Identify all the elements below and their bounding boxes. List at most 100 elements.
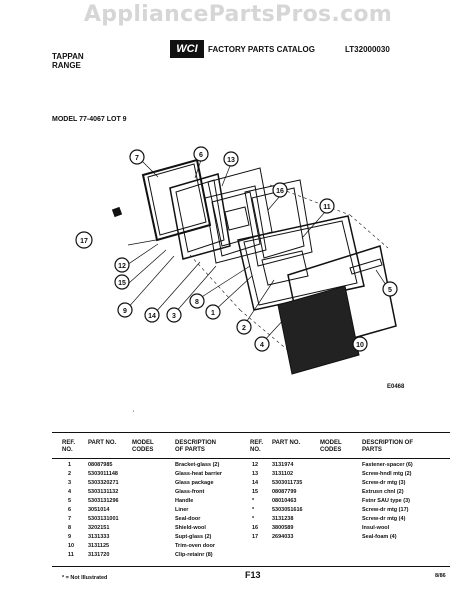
part-row-desc: Trim-oven door <box>175 543 216 549</box>
callout-4 <box>254 336 270 352</box>
outer-door-part <box>237 215 365 311</box>
part-row-part: 3131102 <box>272 471 294 477</box>
part-row-ref: * <box>252 516 255 522</box>
part-row-ref: 15 <box>252 489 259 495</box>
part-row-ref: 13 <box>252 471 259 477</box>
part-row-part: 08087799 <box>272 489 297 495</box>
part-row-ref: 2 <box>68 471 72 477</box>
part-row-part: 3131333 <box>88 534 110 540</box>
page-number: F13 <box>245 570 261 580</box>
brand-line-1: TAPPAN <box>52 52 84 61</box>
callout-13 <box>223 151 239 167</box>
header-desc-right: DESCRIPTION OF PARTS <box>362 440 414 453</box>
part-row-ref: 10 <box>68 543 75 549</box>
handle-part <box>349 258 383 275</box>
part-row-ref: * <box>252 507 255 513</box>
callout-16 <box>272 182 288 198</box>
callout-17 <box>75 231 93 249</box>
part-row-ref: 3 <box>68 480 72 486</box>
brand-block: TAPPAN RANGE <box>52 52 84 70</box>
brand-line-2: RANGE <box>52 61 81 70</box>
callout-5 <box>382 281 398 297</box>
part-row-desc: Clip-retainr (8) <box>175 552 213 558</box>
part-row-ref: 1 <box>68 462 72 468</box>
part-row-part: 08087985 <box>88 462 113 468</box>
part-row-part: 3131238 <box>272 516 294 522</box>
glass-package-part <box>204 185 267 264</box>
part-row-desc: Liner <box>175 507 189 513</box>
part-row-desc: Screw-dr mtg (4) <box>362 516 406 522</box>
header-model-left: MODEL CODES <box>132 440 154 453</box>
part-row-desc: Glass package <box>175 480 214 486</box>
callout-8 <box>189 293 205 309</box>
page-date: 8/86 <box>435 573 446 579</box>
callout-7 <box>129 149 145 165</box>
callout-label-6: 6 <box>199 152 203 159</box>
callout-1 <box>205 304 221 320</box>
part-row-desc: Extrusn chnl (2) <box>362 489 404 495</box>
liner-part <box>169 173 231 260</box>
part-row-part: 3131720 <box>88 552 110 558</box>
callout-6 <box>193 146 209 162</box>
part-row-desc: Screw-dr mtg (17) <box>362 507 409 513</box>
footnote: * = Not Illustrated <box>62 575 108 581</box>
callout-12 <box>114 257 130 273</box>
part-row-part: 2694033 <box>272 534 294 540</box>
part-row-ref: 8 <box>68 525 72 531</box>
part-row-part: 5303011148 <box>88 471 118 477</box>
part-row-ref: * <box>252 498 255 504</box>
callout-label-5: 5 <box>388 287 392 294</box>
part-row-part: 5303131132 <box>88 489 119 495</box>
callout-label-13: 13 <box>227 157 235 164</box>
part-row-desc: Insul-wool <box>362 525 390 531</box>
part-row-part: 08010463 <box>272 498 297 504</box>
part-row-ref: 12 <box>252 462 259 468</box>
part-row-desc: Seal-door <box>175 516 201 522</box>
part-row-part: 3800589 <box>272 525 294 531</box>
header-part-right: PART NO. <box>272 440 301 446</box>
part-row-ref: 11 <box>68 552 74 558</box>
callout-label-7: 7 <box>135 155 139 162</box>
callout-label-11: 11 <box>323 204 331 211</box>
part-row-ref: 9 <box>68 534 72 540</box>
callout-label-8: 8 <box>195 299 199 306</box>
part-row-desc: Bracket-glass (2) <box>175 462 220 468</box>
header-desc-left: DESCRIPTION OF PARTS <box>175 440 217 453</box>
part-row-part: 5303320271 <box>88 480 119 486</box>
catalog-header: WCI FACTORY PARTS CATALOG <box>170 40 315 60</box>
part-row-part: 5303131001 <box>88 516 119 522</box>
callout-3 <box>166 307 182 323</box>
part-row-ref: 5 <box>68 498 72 504</box>
header-ref-right: REF. NO. <box>250 440 264 453</box>
part-row-ref: 7 <box>68 516 72 522</box>
part-row-ref: 6 <box>68 507 72 513</box>
callout-15 <box>114 274 130 290</box>
callout-label-17: 17 <box>80 238 88 245</box>
figure-code: E0468 <box>387 384 405 390</box>
part-row-desc: Fastener-spacer (6) <box>362 462 413 468</box>
table-header-rule <box>52 458 450 459</box>
tick-mark: ' <box>133 411 135 417</box>
callout-label-14: 14 <box>148 313 156 320</box>
part-row-part: 5303051616 <box>272 507 303 513</box>
callout-label-10: 10 <box>356 342 364 349</box>
callout-10 <box>352 336 368 352</box>
wci-logo: WCI <box>170 40 204 58</box>
callout-label-1: 1 <box>211 310 215 317</box>
part-row-ref: 17 <box>252 534 259 540</box>
callout-14 <box>144 307 160 323</box>
seal-foam-part <box>111 206 123 218</box>
header-part-left: PART NO. <box>88 440 117 446</box>
parts-catalog-page: TAPPAN RANGE WCI FACTORY PARTS CATALOG L… <box>40 30 460 590</box>
callout-label-2: 2 <box>242 325 246 332</box>
header-ref-left: REF. NO. <box>62 440 76 453</box>
catalog-title: FACTORY PARTS CATALOG <box>208 45 315 54</box>
callout-label-12: 12 <box>118 263 126 270</box>
table-top-rule <box>52 432 450 433</box>
model-line: MODEL 77-4067 LOT 9 <box>52 116 127 123</box>
part-row-part: 3131974 <box>272 462 294 468</box>
shield-wool-part <box>277 285 360 375</box>
table-bottom-rule <box>52 566 450 567</box>
callout-9 <box>117 302 133 318</box>
callout-label-4: 4 <box>260 342 264 349</box>
